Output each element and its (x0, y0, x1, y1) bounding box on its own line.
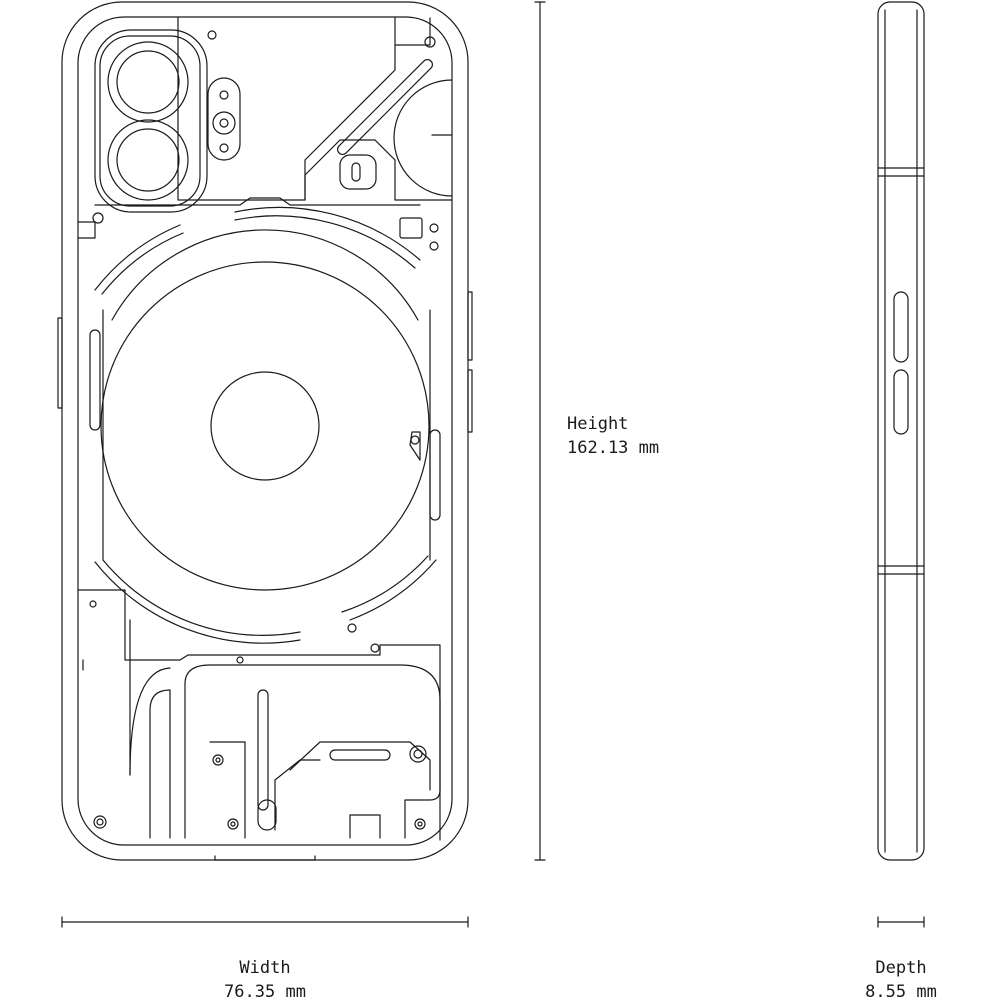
side-button-lower (893, 369, 909, 435)
camera-module (94, 29, 208, 213)
depth-label: Depth 8.55 mm (841, 956, 961, 1004)
width-label: Width 76.35 mm (185, 956, 345, 1004)
side-view-body (877, 1, 925, 861)
depth-dimension-line (877, 916, 925, 928)
right-side-button-upper (467, 291, 473, 361)
camera-lens-icon (107, 41, 189, 123)
height-value: 162.13 mm (567, 438, 660, 458)
phone-outer-frame (61, 1, 469, 861)
width-title: Width (239, 958, 291, 978)
width-dimension-line (61, 916, 469, 928)
depth-value: 8.55 mm (865, 982, 937, 1002)
left-side-button (57, 317, 63, 409)
side-button-upper (893, 291, 909, 363)
width-value: 76.35 mm (224, 982, 306, 1002)
wireless-charging-coil-icon (100, 229, 430, 591)
phone-side-view (877, 1, 925, 861)
right-side-button-lower (467, 369, 473, 433)
phone-inner-frame (77, 16, 453, 846)
depth-title: Depth (875, 958, 927, 978)
camera-lens-icon (107, 119, 189, 201)
height-label: Height 162.13 mm (567, 412, 659, 460)
phone-rear-view (57, 1, 473, 861)
flash-module (207, 77, 241, 161)
height-dimension-line (534, 1, 546, 861)
height-title: Height (567, 414, 629, 434)
